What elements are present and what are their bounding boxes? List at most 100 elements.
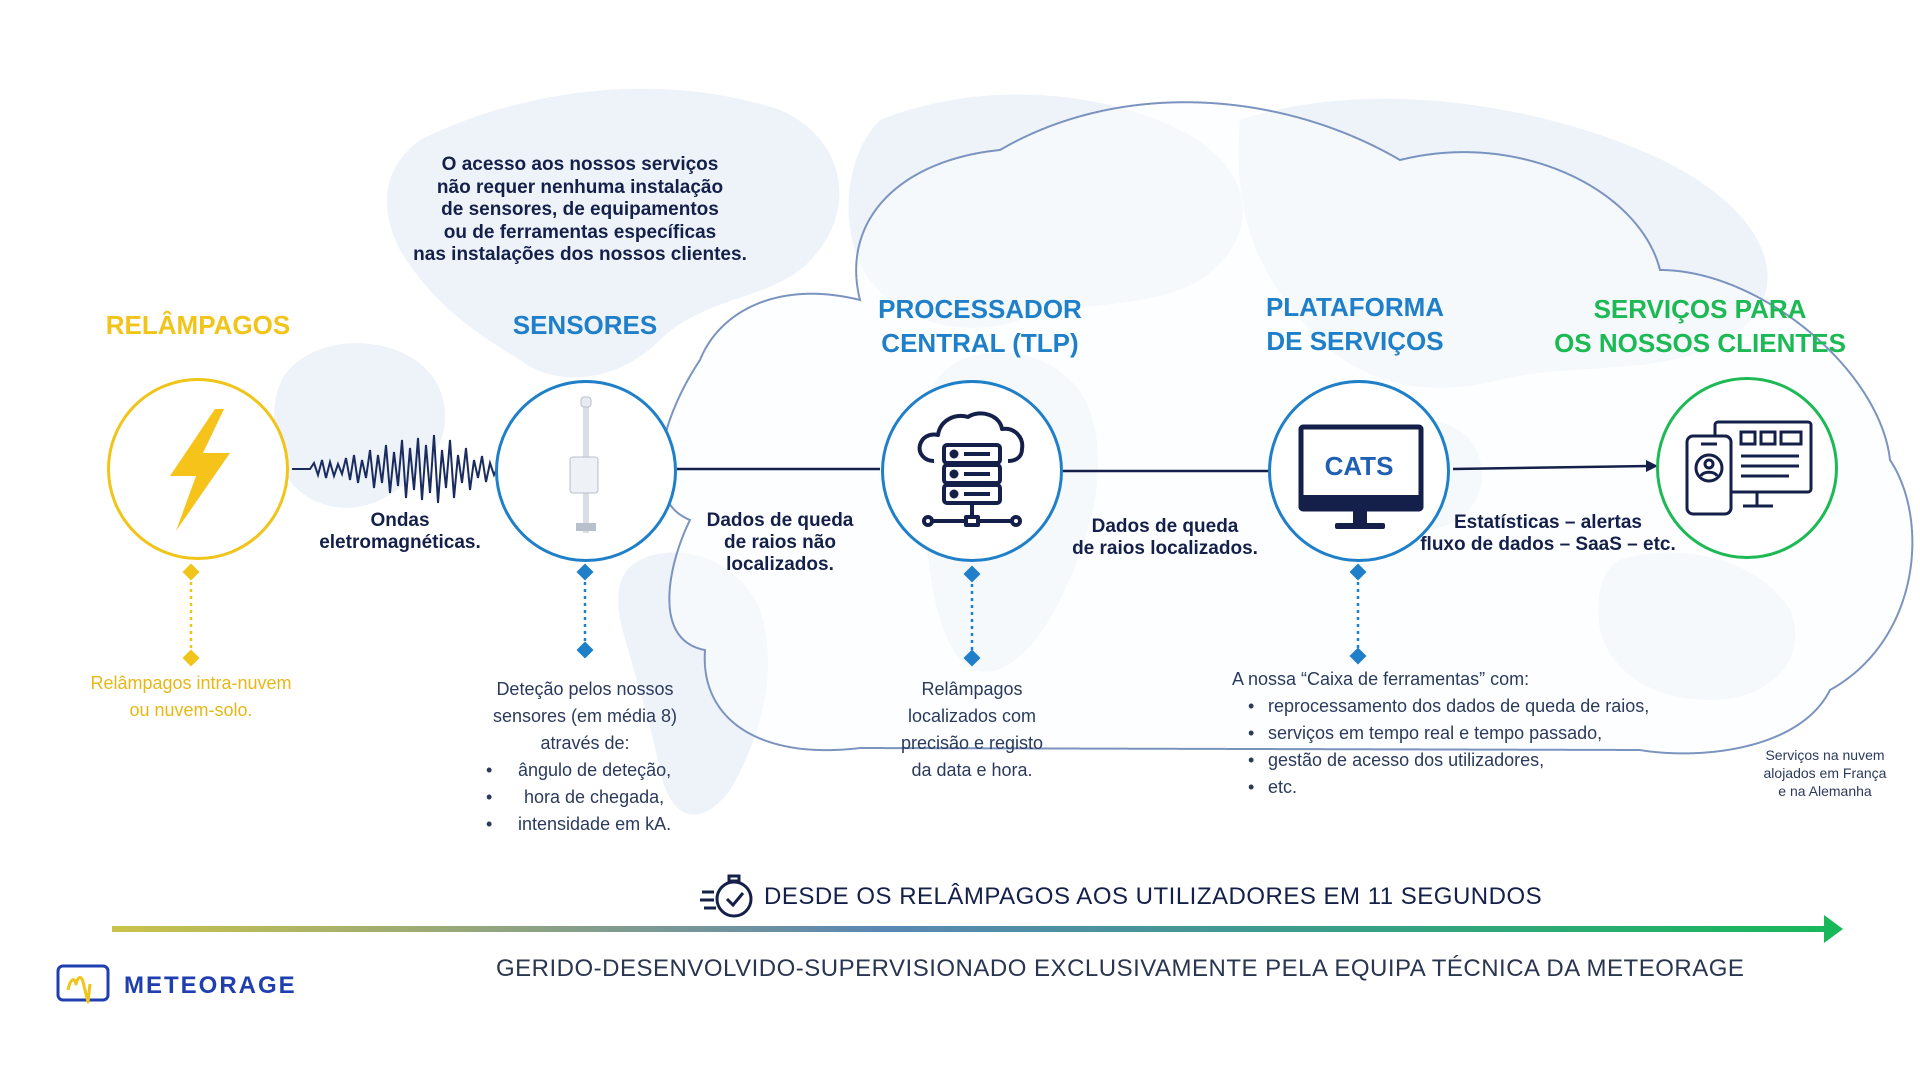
drop-sensors: [576, 563, 594, 659]
connector-arrow: [1452, 464, 1651, 471]
list-item: • ângulo de deteção,: [470, 757, 700, 784]
toolbox-list: • reprocessamento dos dados de queda de r…: [1232, 693, 1702, 801]
list-item: • serviços em tempo real e tempo passado,: [1232, 720, 1702, 747]
title-line: SENSORES: [512, 310, 658, 340]
lightning-circle: [107, 378, 289, 560]
title-line: PLATAFORMA: [1265, 292, 1445, 322]
label-line: Dados de queda: [706, 510, 854, 531]
title-line: SERVIÇOS PARA: [1593, 294, 1807, 324]
note-line: Serviços na nuvem: [1765, 747, 1885, 763]
intro-line: de sensores, de equipamentos: [441, 199, 719, 220]
outputs-label: Estatísticas – alertas fluxo de dados – …: [1418, 512, 1678, 556]
title-lightning: RELÂMPAGOS: [98, 308, 298, 342]
monitor-icon: [1298, 424, 1424, 529]
platform-circle: CATS: [1268, 380, 1450, 562]
desc-line: A nossa “Caixa de ferramentas” com:: [1232, 669, 1530, 689]
waves-label: Ondas eletromagnéticas.: [300, 510, 500, 554]
lightning-description: Relâmpagos intra-nuvem ou nuvem-solo.: [70, 670, 312, 724]
bullet-text: intensidade em kA.: [518, 814, 672, 834]
cloud-server-icon: [917, 411, 1025, 527]
timeline-arrow-head-icon: [1824, 915, 1843, 943]
clients-circle: [1656, 377, 1838, 559]
sensor-mast-icon: [569, 396, 599, 533]
team-statement: GERIDO-DESENVOLVIDO-SUPERVISIONADO EXCLU…: [496, 955, 1745, 982]
label-line: Estatísticas – alertas: [1453, 512, 1642, 533]
title-line: RELÂMPAGOS: [105, 310, 291, 340]
bullet-text: ângulo de deteção,: [518, 760, 672, 780]
bullet-text: gestão de acesso dos utilizadores,: [1268, 750, 1545, 770]
title-line: CENTRAL (TLP): [881, 328, 1079, 358]
label-line: Dados de queda: [1091, 516, 1239, 537]
timeline-caption: DESDE OS RELÂMPAGOS AOS UTILIZADORES EM …: [764, 883, 1543, 910]
raw-data-label: Dados de queda de raios não localizados.: [690, 510, 870, 576]
desc-line: ou nuvem-solo.: [129, 700, 253, 720]
lightning-bolt-icon: [170, 409, 230, 531]
label-line: localizados.: [726, 554, 834, 575]
bullet-icon: •: [1248, 723, 1255, 743]
bullet-icon: •: [1248, 750, 1255, 770]
located-data-label: Dados de queda de raios localizados.: [1060, 516, 1270, 560]
client-dashboard-icon: [1685, 420, 1813, 516]
bullet-text: serviços em tempo real e tempo passado,: [1268, 723, 1603, 743]
desc-line: Relâmpagos intra-nuvem: [90, 673, 292, 693]
note-line: alojados em França: [1763, 765, 1887, 781]
title-clients: SERVIÇOS PARA OS NOSSOS CLIENTES: [1550, 292, 1850, 360]
processor-circle: [881, 380, 1063, 562]
intro-line: nas instalações dos nossos clientes.: [413, 244, 747, 265]
desc-line: precisão e registo: [900, 733, 1044, 753]
desc-line: através de:: [540, 733, 630, 753]
title-line: OS NOSSOS CLIENTES: [1554, 328, 1846, 358]
label-line: Ondas: [370, 510, 430, 531]
sensors-description: Deteção pelos nossos sensores (em média …: [470, 676, 700, 838]
title-processor: PROCESSADOR CENTRAL (TLP): [855, 292, 1105, 360]
desc-line: sensores (em média 8): [492, 706, 678, 726]
drop-platform: [1349, 563, 1367, 665]
drop-lightning: [182, 563, 200, 667]
stopwatch-icon: [700, 874, 753, 918]
label-line: fluxo de dados – SaaS – etc.: [1420, 534, 1676, 555]
title-sensors: SENSORES: [485, 308, 685, 342]
bullet-icon: •: [1248, 777, 1255, 797]
label-line: de raios localizados.: [1072, 538, 1258, 559]
bullet-text: reprocessamento dos dados de queda de ra…: [1268, 696, 1650, 716]
bullet-icon: •: [486, 760, 493, 780]
title-line: DE SERVIÇOS: [1266, 326, 1444, 356]
intro-text: O acesso aos nossos serviços não requer …: [380, 154, 780, 267]
bullet-icon: •: [486, 787, 493, 807]
bullet-text: etc.: [1268, 777, 1298, 797]
logo-text: METEORAGE: [124, 972, 297, 999]
desc-line: Deteção pelos nossos: [496, 679, 674, 699]
meteorage-logo: METEORAGE: [56, 962, 296, 1010]
sensor-circle: [495, 380, 677, 562]
desc-line: localizados com: [907, 706, 1037, 726]
timeline-bar: [112, 926, 1827, 932]
platform-description: A nossa “Caixa de ferramentas” com: • rep…: [1232, 666, 1702, 801]
bullet-icon: •: [486, 814, 493, 834]
title-platform: PLATAFORMA DE SERVIÇOS: [1230, 290, 1480, 358]
intro-line: ou de ferramentas específicas: [443, 221, 717, 243]
title-line: PROCESSADOR: [878, 294, 1082, 324]
list-item: • gestão de acesso dos utilizadores,: [1232, 747, 1702, 774]
logo-mark-icon: [56, 964, 110, 1004]
intro-line: O acesso aos nossos serviços: [441, 154, 719, 175]
intro-line: não requer nenhuma instalação: [436, 176, 724, 198]
label-line: eletromagnéticas.: [319, 532, 481, 553]
list-item: • reprocessamento dos dados de queda de r…: [1232, 693, 1702, 720]
bullet-text: hora de chegada,: [524, 787, 665, 807]
cloud-hosting-note: Serviços na nuvem alojados em França e n…: [1750, 746, 1900, 800]
processor-description: Relâmpagos localizados com precisão e re…: [880, 676, 1064, 784]
list-item: • etc.: [1232, 774, 1702, 801]
drop-processor: [963, 565, 981, 667]
sensor-criteria-list: • ângulo de deteção, • hora de chegada, • i…: [470, 757, 700, 838]
desc-line: Relâmpagos: [921, 679, 1023, 699]
electromagnetic-wave-icon: [292, 434, 520, 504]
label-line: de raios não: [724, 532, 836, 553]
arrow-head-icon: [1646, 460, 1658, 472]
list-item: • intensidade em kA.: [470, 811, 700, 838]
note-line: e na Alemanha: [1778, 783, 1872, 799]
cats-screen-label: CATS: [1324, 451, 1394, 481]
bullet-icon: •: [1248, 696, 1255, 716]
desc-line: da data e hora.: [911, 760, 1033, 780]
list-item: • hora de chegada,: [470, 784, 700, 811]
